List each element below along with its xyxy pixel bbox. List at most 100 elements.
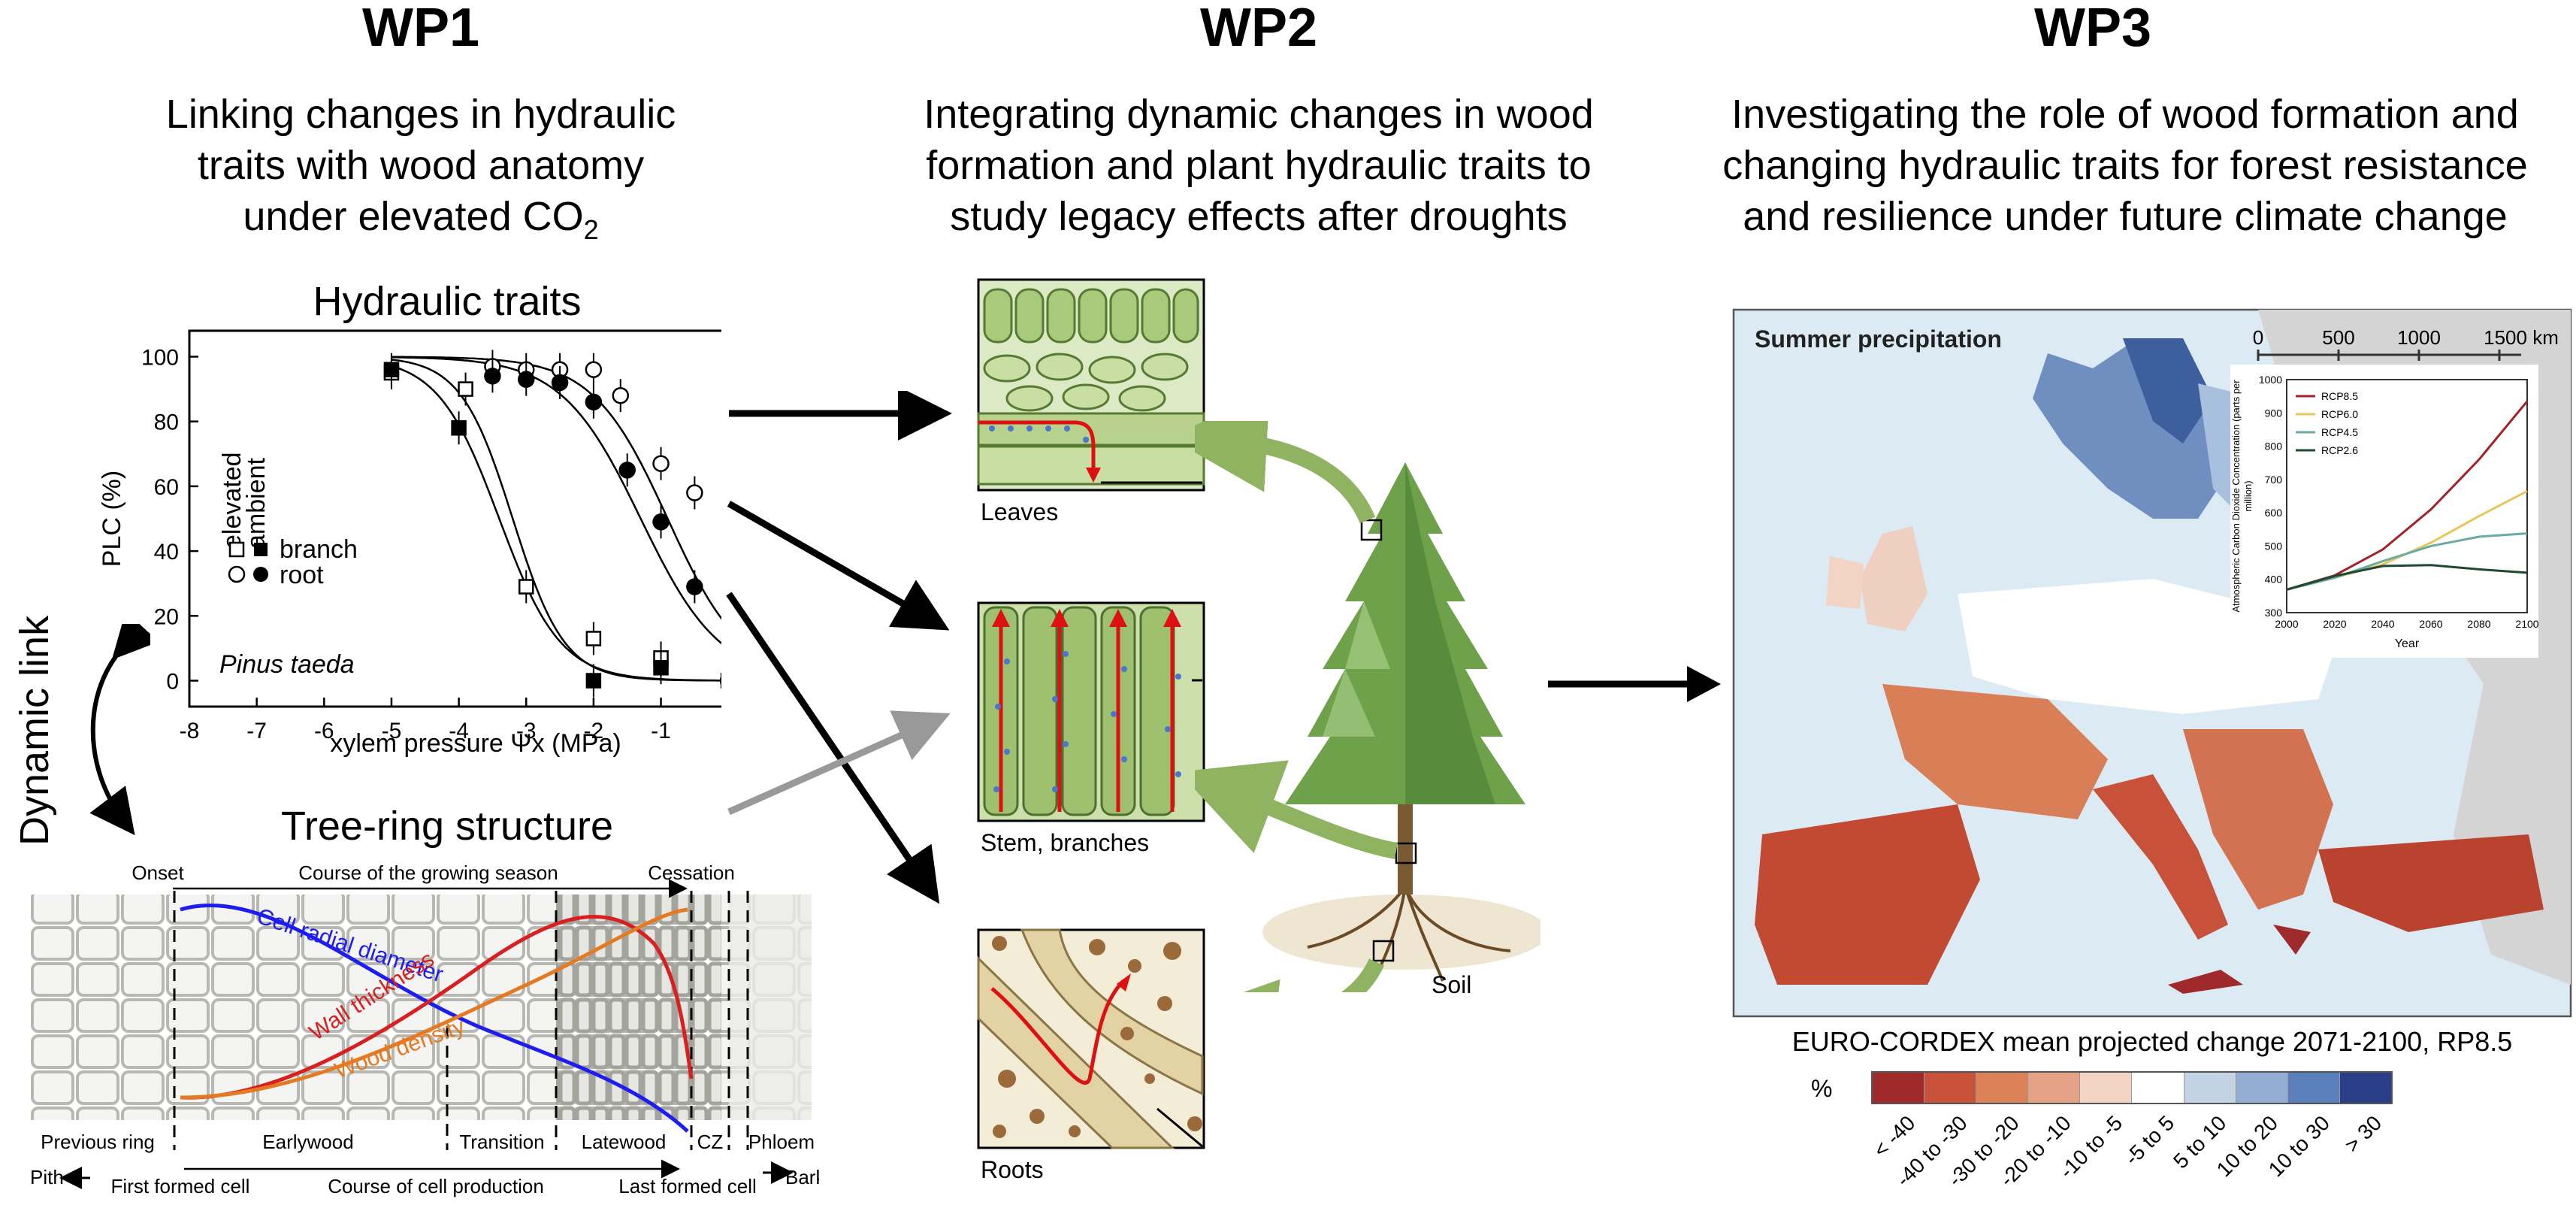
roots-inset-box [1372,940,1395,962]
co2-series-line [2286,564,2528,591]
stem-label: Stem, branches [981,829,1150,856]
legend-swatch [2287,1073,2340,1103]
previous-ring-label: Previous ring [41,1131,155,1153]
hydraulic-plot-frame [188,329,721,708]
co2-legend-label: RCP4.5 [2321,426,2358,438]
co2-x-tick-label: 2080 [2467,618,2490,630]
data-point-square [458,381,473,397]
cessation-label: Cessation [648,861,735,884]
x-tick-label: -7 [246,719,267,743]
x-tick-label: -2 [584,719,604,743]
legend-swatch [1873,1073,1925,1103]
soil-label: Soil [1432,971,1472,998]
leaves-label: Leaves [981,498,1059,525]
legend-label: > 30 [2340,1111,2387,1158]
soil-mound [1262,895,1540,970]
stem-tracheids [983,606,1175,816]
wp1-subtitle-line3-prefix: under elevated CO [243,194,584,239]
co2-xlabel: Year [2395,637,2420,650]
data-point-circle [618,462,636,479]
stem-inset-box [1395,842,1417,864]
leaves-inset-box [1360,519,1383,541]
map-france [1882,684,2108,819]
leaf-spongy-cells [983,353,1189,412]
wp3-subtitle-line3: and resilience under future climate chan… [1743,194,2508,239]
co2-x-tick-label: 2020 [2323,618,2346,630]
phloem-label: Phloem [748,1131,815,1153]
co2-legend-label: RCP2.6 [2321,444,2358,456]
wood-density-curve [180,907,688,1100]
scale-500: 500 [2322,326,2354,349]
co2-plot-frame [2286,379,2528,613]
legend-swatch [2028,1073,2081,1103]
wp3-title: WP3 [2033,0,2152,58]
map-legend-bar [1871,1071,2393,1104]
root-strand [977,955,1175,1149]
legend-label: -5 to 5 [2120,1111,2179,1170]
wp1-to-wp2-arrows [726,391,952,904]
wp2-to-wp3-arrow [1548,666,1721,702]
data-point-circle [686,484,703,501]
wp1-title: WP1 [361,0,480,58]
root-water-path [990,979,1125,1085]
legend-swatch [2132,1073,2184,1103]
legend-swatch [2184,1073,2236,1103]
co2-series-line [2286,532,2528,591]
scale-1500: 1500 km [2484,326,2559,349]
hydraulic-title: Hydraulic traits [313,279,582,324]
map-italy [2093,774,2228,940]
legend-swatch [2236,1073,2288,1103]
last-cell-label: Last formed cell [618,1175,757,1197]
hydraulic-curves [391,356,721,682]
data-point-square [653,660,669,676]
wp2-title: WP2 [1199,0,1318,58]
co2-y-tick-label: 300 [2265,607,2283,619]
wp2-subtitle: Integrating dynamic changes in wood form… [849,89,1668,242]
x-tick-label: -4 [449,719,469,743]
legend-root: root [280,561,324,589]
onset-label: Onset [132,861,184,884]
vulnerability-curve [391,359,721,682]
soil-particles [992,936,1202,1138]
transition-label: Transition [459,1131,544,1153]
data-point-circle [484,368,501,385]
co2-y-tick-label: 400 [2265,574,2283,586]
co2-y-tick-label: 500 [2265,540,2283,552]
map-balkans [2183,729,2333,910]
y-tick-label: 40 [154,540,179,565]
legend-open-square [228,541,245,558]
co2-y-tick-label: 700 [2265,474,2283,486]
wp1-subtitle-line3-sub: 2 [583,213,599,245]
stem-panel [977,601,1205,822]
earlywood-label: Earlywood [262,1131,353,1153]
map-legend-labels: < -40-40 to -30-30 to -20-20 to -10-10 t… [1869,1105,2397,1210]
data-point-circle [686,578,703,595]
first-cell-label: First formed cell [111,1175,250,1197]
co2-y-tick-label: 900 [2265,407,2283,419]
grey-arrow-to-stem [727,710,951,816]
cz-label: CZ [697,1131,724,1153]
co2-x-tick-label: 2100 [2515,618,2538,630]
hydraulic-points [383,350,721,698]
stem-water-arrows [999,624,1175,812]
data-point-circle [551,374,569,392]
co2-legend-label: RCP6.0 [2321,408,2358,420]
data-point-square [585,631,602,646]
course-cell-label: Course of cell production [328,1175,544,1197]
leaf-water-path [978,420,1096,475]
leaf-palisade-cells [983,288,1199,344]
wp1-subtitle-line2: traits with wood anatomy [197,143,645,188]
scale-0: 0 [2253,326,2263,349]
treering-title: Tree-ring structure [280,804,614,849]
data-point-square [383,362,400,377]
y-tick-label: 0 [166,670,179,695]
legend-swatch [2080,1073,2133,1103]
map-title: Summer precipitation [1755,325,2002,353]
co2-x-tick-label: 2060 [2419,618,2442,630]
arrow-roots-inset [1195,958,1384,992]
bark-label: Bark [785,1166,819,1188]
wp3-subtitle: Investigating the role of wood formation… [1676,89,2574,242]
